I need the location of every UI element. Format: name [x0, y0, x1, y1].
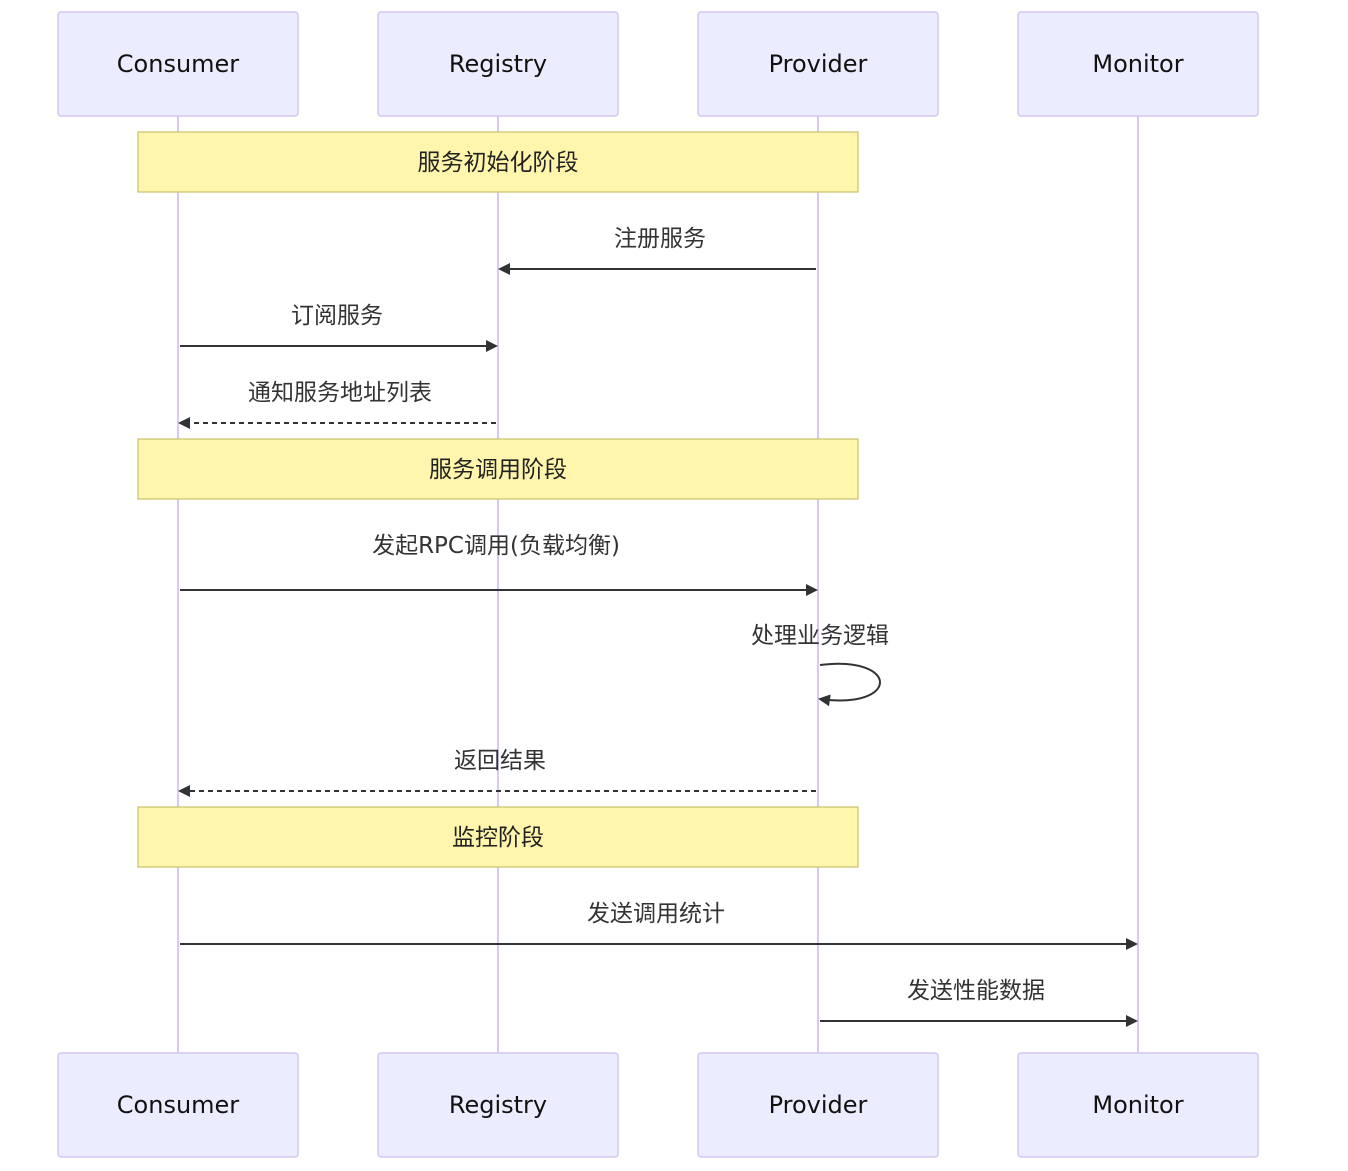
message-notify-address-list[interactable]: 通知服务地址列表 [178, 380, 496, 429]
message-return-result[interactable]: 返回结果 [178, 748, 816, 797]
participant-provider-top[interactable]: Provider [697, 11, 939, 117]
note-label: 服务初始化阶段 [418, 150, 579, 176]
message-label: 订阅服务 [291, 303, 383, 329]
message-send-call-stats[interactable]: 发送调用统计 [180, 901, 1138, 950]
participant-label: Provider [769, 50, 868, 78]
note-invoke-phase: 服务调用阶段 [137, 438, 859, 500]
message-process-logic[interactable]: 处理业务逻辑 [751, 623, 889, 707]
message-self-arrow [818, 662, 881, 707]
participant-monitor-bottom[interactable]: Monitor [1017, 1052, 1259, 1158]
participant-provider-bottom[interactable]: Provider [697, 1052, 939, 1158]
participant-label: Registry [449, 50, 547, 78]
message-label: 发起RPC调用(负载均衡) [372, 533, 620, 559]
participant-monitor-top[interactable]: Monitor [1017, 11, 1259, 117]
participant-registry-top[interactable]: Registry [377, 11, 619, 117]
note-monitor-phase: 监控阶段 [137, 806, 859, 868]
note-init-phase: 服务初始化阶段 [137, 131, 859, 193]
note-label: 服务调用阶段 [429, 457, 567, 483]
participant-label: Monitor [1092, 1091, 1183, 1119]
message-send-performance-data[interactable]: 发送性能数据 [820, 978, 1138, 1027]
participant-label: Consumer [117, 50, 240, 78]
message-label: 发送调用统计 [587, 901, 725, 927]
participant-consumer-bottom[interactable]: Consumer [57, 1052, 299, 1158]
message-label: 返回结果 [454, 748, 546, 774]
participant-label: Registry [449, 1091, 547, 1119]
participant-label: Provider [769, 1091, 868, 1119]
message-rpc-call[interactable]: 发起RPC调用(负载均衡) [180, 533, 818, 596]
participant-registry-bottom[interactable]: Registry [377, 1052, 619, 1158]
message-label: 注册服务 [614, 226, 706, 252]
message-register-service[interactable]: 注册服务 [498, 226, 816, 275]
participant-label: Monitor [1092, 50, 1183, 78]
participant-consumer-top[interactable]: Consumer [57, 11, 299, 117]
message-label: 发送性能数据 [907, 978, 1045, 1004]
participant-label: Consumer [117, 1091, 240, 1119]
note-label: 监控阶段 [452, 825, 544, 851]
message-subscribe-service[interactable]: 订阅服务 [180, 303, 498, 352]
message-label: 处理业务逻辑 [751, 623, 889, 649]
message-label: 通知服务地址列表 [248, 380, 432, 406]
